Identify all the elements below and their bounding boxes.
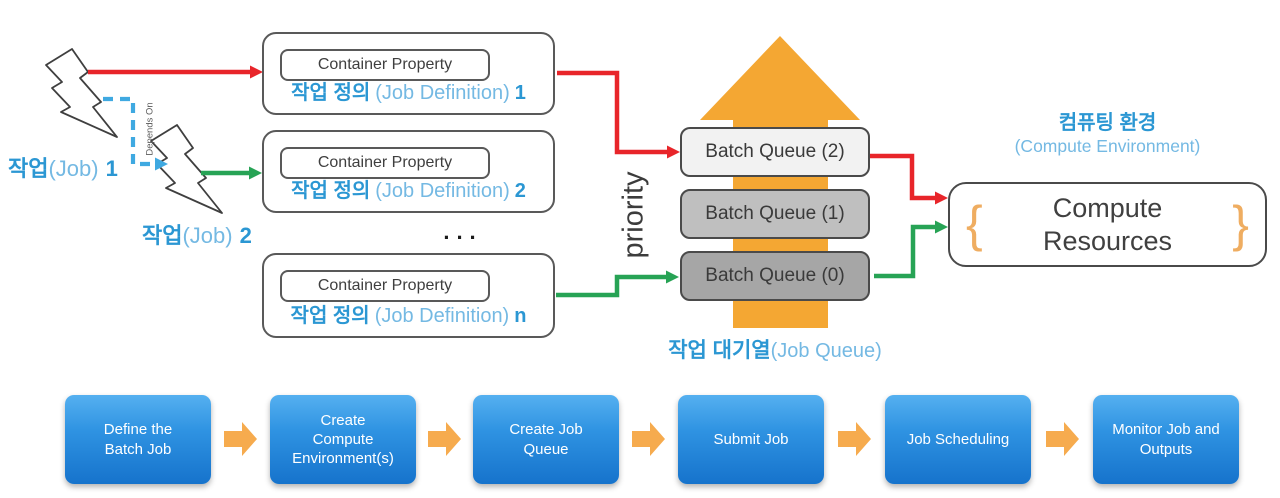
workflow-arrow-4-icon xyxy=(838,422,871,456)
green-arrow-definitionN-to-queue0 xyxy=(556,270,679,298)
ellipsis: ... xyxy=(443,219,483,244)
job-definition-box-n: Container Property 작업 정의(Job Definition)… xyxy=(262,253,555,338)
red-arrow-job1-to-definition1 xyxy=(88,65,263,79)
container-property-box-1: Container Property xyxy=(280,49,490,81)
green-arrow-queue0-to-compute xyxy=(874,220,948,279)
job-definition-label-1: 작업 정의(Job Definition)1 xyxy=(291,82,526,104)
workflow-step-create-job-queue: Create Job Queue xyxy=(473,395,619,484)
job1-label-light: (Job) xyxy=(48,156,99,181)
workflow-arrow-3-icon xyxy=(632,422,665,456)
workflow-step-submit-job: Submit Job xyxy=(678,395,824,484)
compute-resources-box: { Compute Resources } xyxy=(948,182,1267,267)
depends-on-connector xyxy=(103,96,168,171)
compute-environment-title-english: (Compute Environment) xyxy=(1014,136,1201,156)
container-property-box-2: Container Property xyxy=(280,147,490,179)
compute-environment-title: 컴퓨팅 환경 (Compute Environment) xyxy=(948,110,1267,156)
workflow-step-monitor-job-outputs: Monitor Job and Outputs xyxy=(1093,395,1239,484)
workflow-step-create-compute-environment: Create Compute Environment(s) xyxy=(270,395,416,484)
job2-label: 작업(Job)2 xyxy=(142,218,252,250)
batch-queue-0: Batch Queue (0) xyxy=(680,251,870,301)
job1-label-number: 1 xyxy=(105,156,118,181)
job-definition-box-1: Container Property 작업 정의(Job Definition)… xyxy=(262,32,555,115)
workflow-arrow-icons xyxy=(224,422,1079,456)
job-definition-label-2: 작업 정의(Job Definition)2 xyxy=(291,180,526,202)
red-arrow-definition1-to-queue2 xyxy=(557,70,680,159)
close-brace: } xyxy=(1232,196,1249,252)
batch-queue-1: Batch Queue (1) xyxy=(680,189,870,239)
workflow-arrow-1-icon xyxy=(224,422,257,456)
green-arrow-job2-to-definition2 xyxy=(201,166,262,180)
batch-queue-2: Batch Queue (2) xyxy=(680,127,870,177)
red-arrow-queue2-to-compute xyxy=(866,153,948,205)
compute-environment-title-korean: 컴퓨팅 환경 xyxy=(1058,112,1157,134)
container-property-box-n: Container Property xyxy=(280,270,490,302)
job-queue-caption: 작업 대기열(Job Queue) xyxy=(668,339,882,362)
lightning-bolt-job2-icon xyxy=(150,124,223,214)
open-brace: { xyxy=(966,196,983,252)
workflow-arrow-5-icon xyxy=(1046,422,1079,456)
depends-on-label: Depends On xyxy=(144,102,156,156)
workflow-step-define-batch-job: Define the Batch Job xyxy=(65,395,211,484)
job-definition-box-2: Container Property 작업 정의(Job Definition)… xyxy=(262,130,555,213)
job2-label-light: (Job) xyxy=(182,223,233,248)
workflow-step-job-scheduling: Job Scheduling xyxy=(885,395,1031,484)
job1-label-bold: 작업 xyxy=(8,156,49,181)
job1-label: 작업(Job)1 xyxy=(8,151,118,183)
priority-label: priority xyxy=(617,171,650,259)
job-definition-label-n: 작업 정의(Job Definition)n xyxy=(290,305,527,327)
job2-label-bold: 작업 xyxy=(142,223,183,248)
job2-label-number: 2 xyxy=(239,223,252,248)
compute-resources-label: Compute Resources xyxy=(1042,193,1173,256)
lightning-bolt-job1-icon xyxy=(45,48,118,138)
workflow-arrow-2-icon xyxy=(428,422,461,456)
